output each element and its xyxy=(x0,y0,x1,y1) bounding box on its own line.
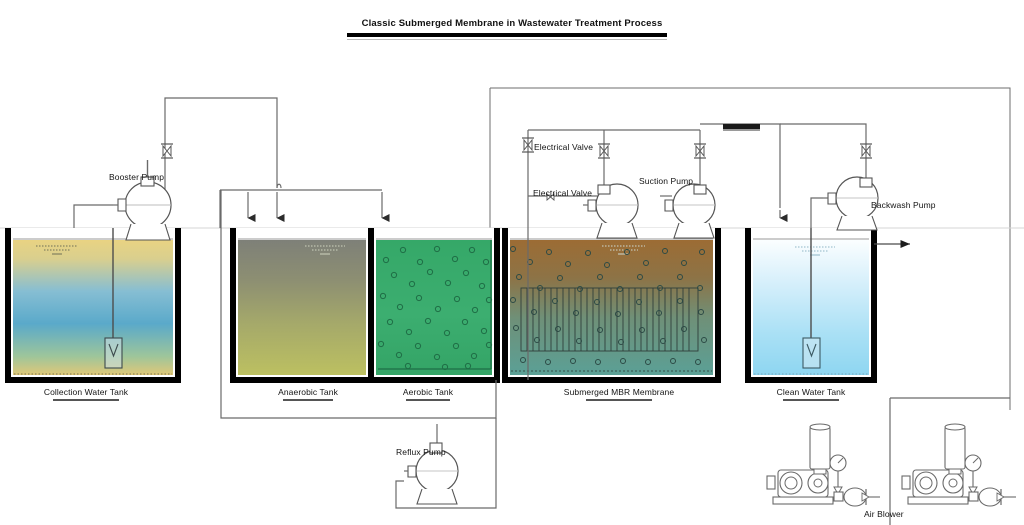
title-rule-thin xyxy=(347,39,667,40)
aerobic-tank xyxy=(368,228,500,383)
suction-pump-valve[interactable] xyxy=(598,143,610,159)
submerged-mbr-tank xyxy=(502,228,721,383)
second-suction-pump[interactable] xyxy=(664,183,716,239)
water-surface-marks xyxy=(36,245,78,255)
air-blower-piping xyxy=(889,397,1010,525)
equipment-label-reflux-pump: Reflux Pump xyxy=(396,447,446,457)
tank-label-clean: Clean Water Tank xyxy=(768,388,854,401)
submersible-pump-body xyxy=(104,337,123,369)
valve-label-electrical-valve-top: Electrical Valve xyxy=(534,142,594,152)
reflux-piping xyxy=(220,190,497,509)
flow-meter xyxy=(723,124,760,131)
second-pump-valve[interactable] xyxy=(694,143,706,159)
title-rule-thick xyxy=(347,33,667,37)
valve-label-electrical-valve-mid: Electrical Valve xyxy=(533,188,593,198)
air-blower-unit-2[interactable] xyxy=(901,423,1016,507)
clean-submersible-pump xyxy=(802,337,821,369)
mbr-top-piping xyxy=(527,123,867,380)
booster-valve xyxy=(161,143,173,159)
mbr-bubbles xyxy=(510,246,707,365)
air-blower-unit-1[interactable] xyxy=(766,423,880,507)
tank-label-aerobic: Aerobic Tank xyxy=(393,388,463,401)
reflux-pump[interactable] xyxy=(404,442,459,505)
tank-label-anaerobic: Anaerobic Tank xyxy=(268,388,348,401)
tank-label-mbr: Submerged MBR Membrane xyxy=(554,388,684,401)
booster-pump[interactable] xyxy=(73,143,173,241)
electrical-valve-top-symbol[interactable] xyxy=(522,137,534,153)
equipment-label-booster-pump: Booster Pump xyxy=(109,172,165,182)
collection-water-tank xyxy=(5,228,181,383)
mbr-membrane-module xyxy=(520,287,699,352)
equipment-label-air-blower: Air Blower xyxy=(864,509,904,519)
equipment-label-backwash-pump: Backwash Pump xyxy=(871,200,936,210)
suction-pump[interactable] xyxy=(583,183,639,239)
electrical-valve-mid-symbol[interactable] xyxy=(546,193,555,201)
equipment-label-suction-pump: Suction Pump xyxy=(639,176,694,186)
aerobic-bubbles xyxy=(377,245,493,371)
booster-feed-piping xyxy=(164,97,390,228)
clean-water-tank xyxy=(745,228,910,383)
backwash-pump-valve[interactable] xyxy=(860,143,872,159)
page-title: Classic Submerged Membrane in Wastewater… xyxy=(361,18,663,29)
backwash-pump[interactable] xyxy=(810,176,879,231)
anaerobic-tank xyxy=(230,228,374,383)
tank-label-collection: Collection Water Tank xyxy=(36,388,136,401)
